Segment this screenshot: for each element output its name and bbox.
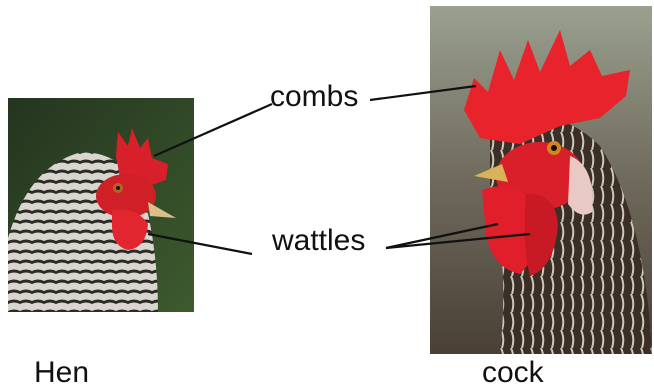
wattles-leader-hen bbox=[148, 234, 252, 254]
wattles-label: wattles bbox=[272, 224, 365, 258]
wattles-leader-cock-upper bbox=[386, 224, 498, 248]
combs-leader-cock bbox=[370, 86, 476, 100]
cock-caption: cock bbox=[482, 356, 544, 390]
wattles-leader-cock-lower bbox=[386, 234, 530, 248]
hen-caption: Hen bbox=[34, 356, 89, 390]
combs-leader-hen bbox=[154, 104, 272, 156]
combs-label: combs bbox=[270, 80, 358, 114]
